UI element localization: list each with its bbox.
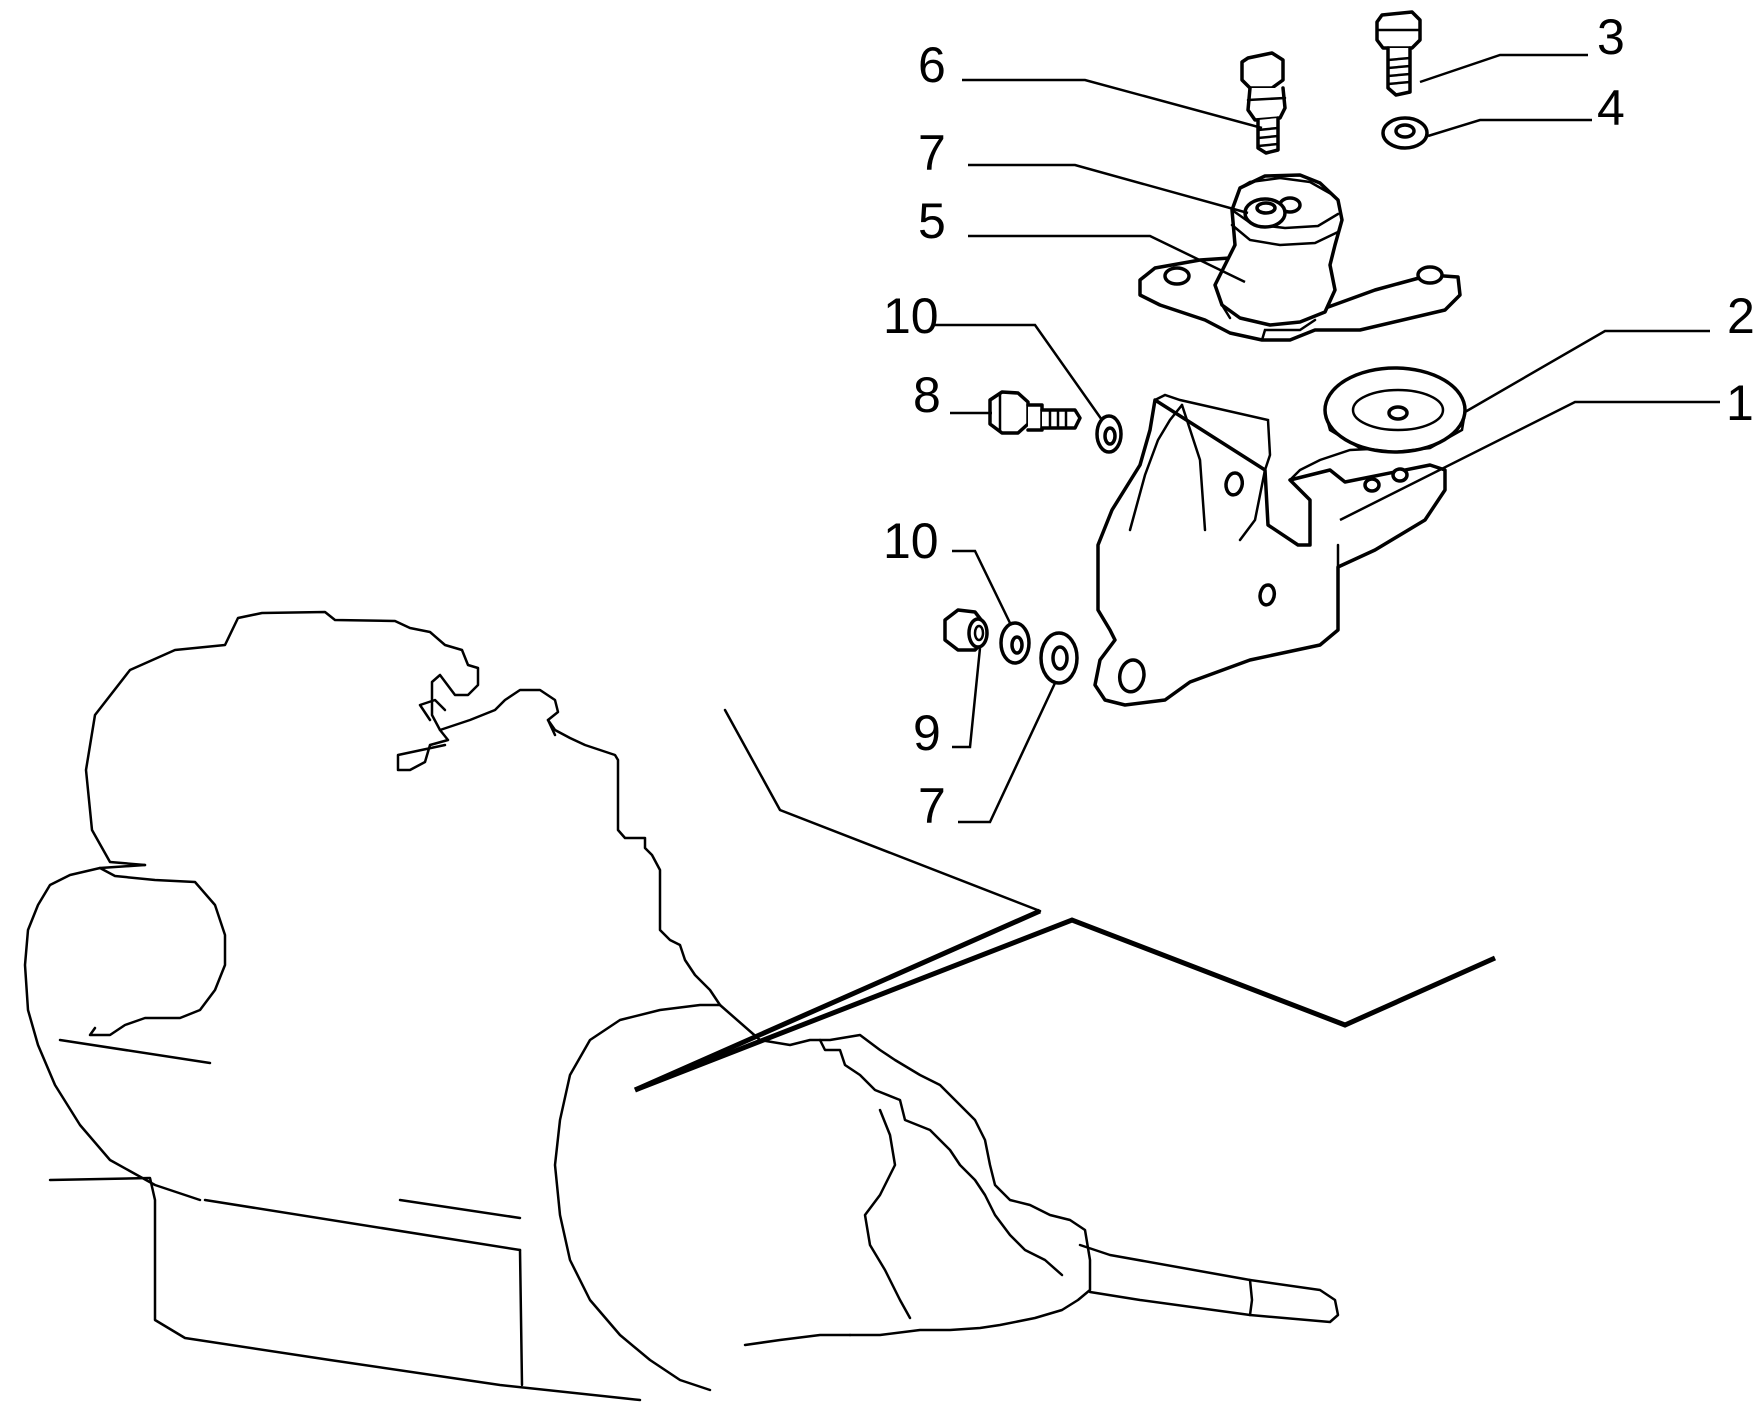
callout-10-top: 10 [883,288,939,344]
spring-washer-10-top [1095,414,1123,454]
hex-nut-9 [943,608,989,652]
crossmember-frame [633,708,1497,1093]
bolt-3 [1375,10,1422,97]
callout-3: 3 [1597,9,1625,65]
flat-washer-7-top [1243,197,1287,229]
leader-7-top [968,163,1249,215]
hex-bolt-8 [988,390,1082,435]
mount-washer-plate [1323,366,1467,454]
callout-1: 1 [1726,375,1754,431]
engine-mount-bracket [1093,393,1447,707]
flat-washer-7-bottom [1039,631,1079,685]
leader-6 [962,78,1263,130]
callout-5: 5 [918,193,946,249]
spring-washer-10-bottom [999,621,1031,665]
callout-4: 4 [1597,80,1625,136]
bolt-6 [1240,51,1287,155]
leader-1 [1339,400,1720,522]
callout-8: 8 [913,367,941,423]
leader-9 [952,647,982,749]
leader-lines [935,53,1720,824]
leader-4 [1427,118,1592,138]
leader-3 [1419,53,1588,84]
engine-gearbox-outline [23,610,1340,1402]
callout-2: 2 [1727,288,1755,344]
callout-7-bottom: 7 [918,778,946,834]
leader-10-top [935,323,1104,421]
rubber-engine-mount [1138,173,1462,342]
spring-washer-4 [1381,116,1429,150]
leader-7-bottom [958,682,1057,824]
callout-10-bottom: 10 [883,513,939,569]
callout-numbers: 1 2 3 4 5 6 7 8 9 10 10 7 [883,9,1755,834]
callout-9: 9 [913,705,941,761]
callout-6: 6 [918,37,946,93]
leader-5 [968,234,1246,284]
callout-7-top: 7 [918,125,946,181]
leader-2 [1464,329,1710,414]
leader-10-bottom [952,549,1012,624]
